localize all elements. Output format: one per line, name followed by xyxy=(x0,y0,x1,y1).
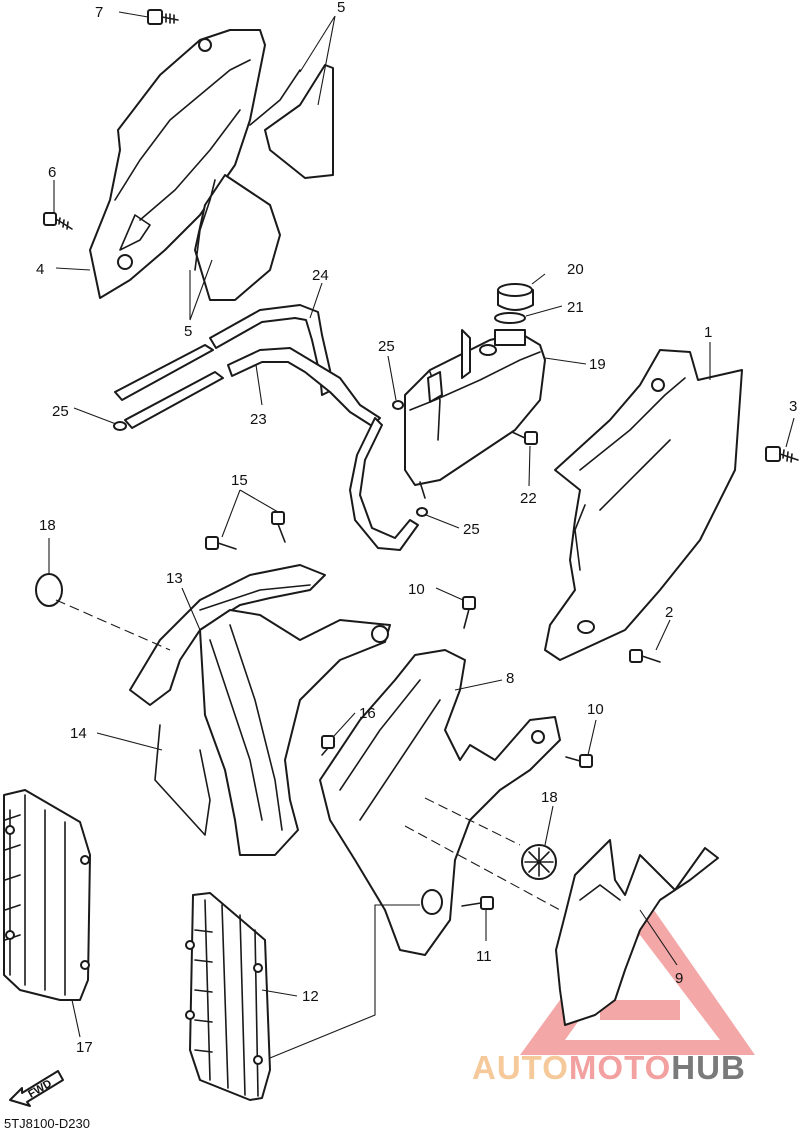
side-cover-left xyxy=(89,29,266,299)
callout-12-direct: 12 xyxy=(302,988,319,1005)
callout-25-left: 25 xyxy=(52,403,69,420)
callout-5-bottom: 5 xyxy=(184,323,192,340)
callout-14: 14 xyxy=(70,725,87,742)
callout-7: 7 xyxy=(95,4,103,21)
bolt-6-icon xyxy=(43,212,73,230)
callout-6: 6 xyxy=(48,164,56,181)
shroud-panels-5 xyxy=(194,64,334,301)
callout-25-mid: 25 xyxy=(378,338,395,355)
svg-text:AUTOMOTOHUB: AUTOMOTOHUB xyxy=(472,1049,746,1086)
callout-5-top: 5 xyxy=(337,0,345,16)
callout-17: 17 xyxy=(76,1039,93,1056)
callout-25-right: 25 xyxy=(463,521,480,538)
callout-10-top: 10 xyxy=(408,581,425,598)
callout-4: 4 xyxy=(36,261,44,278)
bolt-2-icon xyxy=(629,649,661,663)
bolt-10-top-icon xyxy=(462,596,476,629)
brand-moto: MOTO xyxy=(569,1049,671,1086)
side-cover-right-1 xyxy=(544,349,743,661)
fwd-label: FWD xyxy=(26,1078,54,1101)
callout-2: 2 xyxy=(665,604,673,621)
callout-19: 19 xyxy=(589,356,606,373)
reservoir-tank-19 xyxy=(404,329,546,499)
panel-9 xyxy=(555,839,719,1026)
callout-1: 1 xyxy=(704,324,712,341)
callout-11: 11 xyxy=(476,948,492,965)
hoses-23-24 xyxy=(114,304,419,551)
clamp-25-icon xyxy=(113,400,428,517)
callout-22: 22 xyxy=(520,490,537,507)
callout-20: 20 xyxy=(567,261,584,278)
diagram-code: 5TJ8100-D230 xyxy=(4,1116,90,1131)
callout-10-right: 10 xyxy=(587,701,604,718)
callout-15: 15 xyxy=(231,472,248,489)
callout-21: 21 xyxy=(567,299,584,316)
callout-18-right: 18 xyxy=(541,789,558,806)
callout-8: 8 xyxy=(506,670,514,687)
bolt-10-right-icon xyxy=(565,754,593,768)
bolt-7-icon xyxy=(147,9,179,25)
shroud-panel-14 xyxy=(154,724,211,836)
bolt-11-icon xyxy=(461,896,494,910)
bolt-22-icon xyxy=(511,431,538,445)
fwd-arrow-icon xyxy=(9,1070,64,1107)
callout-18-left: 18 xyxy=(39,517,56,534)
bolts-15-icon xyxy=(205,511,286,550)
shroud-8 xyxy=(319,649,561,956)
shroud-13 xyxy=(129,564,391,856)
callout-13: 13 xyxy=(166,570,183,587)
cap-20-icon xyxy=(497,283,534,311)
radiator-guard-12 xyxy=(185,892,271,1101)
brand-auto: AUTO xyxy=(472,1049,569,1086)
bolt-3-icon xyxy=(765,446,799,463)
leader-lines xyxy=(48,11,795,1059)
bolt-16-icon xyxy=(321,735,335,756)
grommet-18-right xyxy=(521,844,557,880)
gasket-21-icon xyxy=(494,312,526,324)
callout-16: 16 xyxy=(359,705,376,722)
callout-3: 3 xyxy=(789,398,797,415)
watermark-brand: AUTOMOTOHUB xyxy=(472,1049,746,1086)
brand-hub: HUB xyxy=(671,1049,746,1086)
callout-23: 23 xyxy=(250,411,267,428)
radiator-guard-17 xyxy=(3,789,91,1001)
callout-9-direct: 9 xyxy=(675,970,683,987)
callout-24: 24 xyxy=(312,267,329,284)
